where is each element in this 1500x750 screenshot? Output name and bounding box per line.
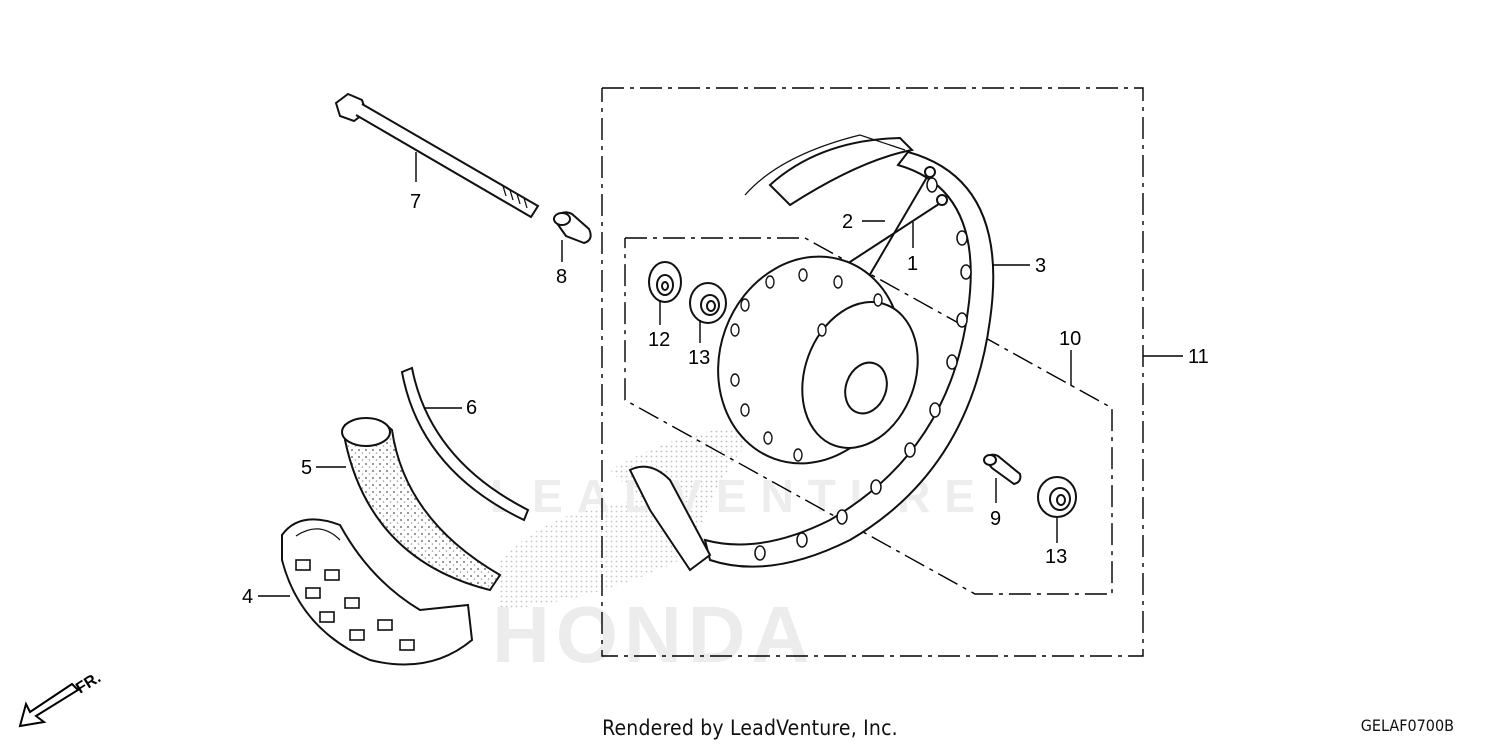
bearing-13-lower — [1037, 476, 1077, 518]
subassembly-box-10 — [624, 237, 1113, 595]
front-direction-label: FR. — [73, 669, 104, 697]
rim — [628, 134, 995, 572]
bearing-12 — [648, 261, 682, 303]
callout-4: 4 — [242, 586, 253, 608]
diagram-code: GELAF0700B — [1360, 716, 1454, 735]
rim-band — [400, 366, 530, 522]
footer-credit: Rendered by LeadVenture, Inc. — [602, 716, 898, 740]
callout-3: 3 — [1035, 255, 1046, 277]
callout-10: 10 — [1059, 328, 1081, 350]
callout-9: 9 — [990, 508, 1001, 530]
bearing-13-upper — [689, 282, 727, 324]
callout-8: 8 — [556, 266, 567, 288]
callout-11: 11 — [1188, 346, 1209, 368]
tire — [281, 518, 474, 666]
distance-collar — [983, 453, 1022, 486]
callout-1: 1 — [907, 253, 918, 275]
leader-lines — [258, 152, 1183, 597]
assembly-box-11 — [601, 87, 1144, 657]
callout-7: 7 — [410, 191, 421, 213]
callout-13-upper: 13 — [688, 347, 710, 369]
callout-5: 5 — [301, 457, 312, 479]
collar — [552, 211, 592, 245]
axle-bolt — [334, 92, 540, 219]
watermark: HONDA LEADVENTURE — [490, 428, 975, 679]
callout-13-lower: 13 — [1045, 546, 1067, 568]
tube — [341, 417, 502, 592]
callout-6: 6 — [466, 397, 477, 419]
callout-2: 2 — [842, 211, 853, 233]
callout-12: 12 — [648, 329, 670, 351]
hub — [717, 255, 919, 465]
watermark-brand: HONDA — [492, 590, 815, 679]
